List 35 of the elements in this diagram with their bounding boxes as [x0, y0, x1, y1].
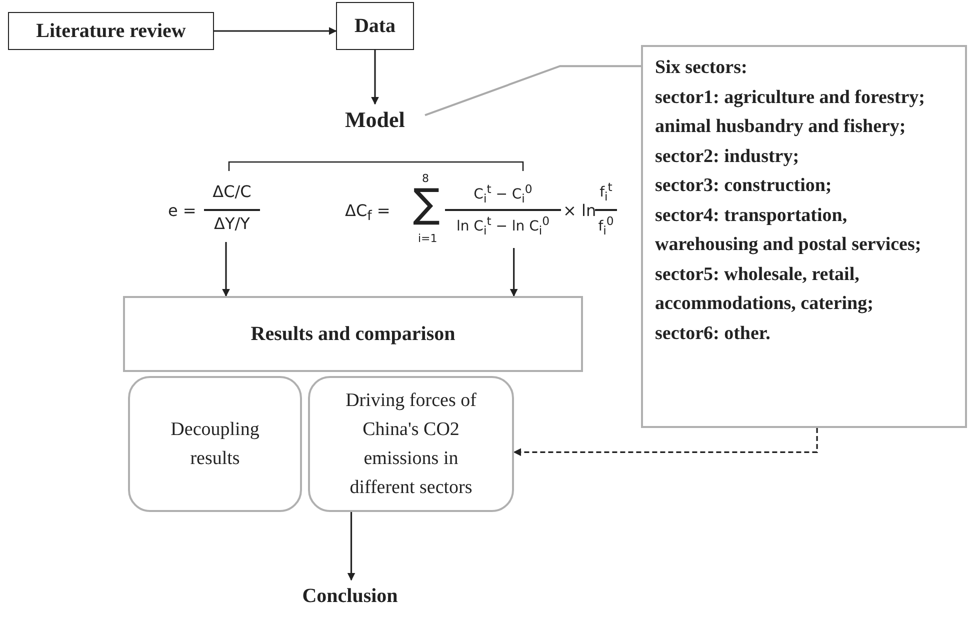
box-label: Driving forces of China's CO2 emissions in different sectors: [344, 389, 478, 500]
numerator: ΔC/C: [212, 182, 252, 201]
arrow: [214, 27, 337, 35]
box-label: Decoupling results: [170, 418, 260, 471]
list-item: sector2: industry;: [655, 144, 800, 168]
arrow: [510, 248, 518, 297]
list-item: sector1: agriculture and forestry; animal husbandry and fishery;: [655, 86, 926, 139]
list-item: sector5: wholesale, retail, accommodations, catering;: [655, 262, 874, 316]
note-heading: Six sectors:: [655, 56, 748, 80]
list-item: sector4: transportation, warehousing and postal services;: [655, 204, 922, 257]
leader-line: [424, 65, 641, 116]
process-box: [336, 2, 414, 50]
arrow: [371, 50, 379, 105]
list-item: sector6: other.: [655, 322, 772, 346]
heading-text: Conclusion: [302, 584, 398, 608]
denominator: ΔY/Y: [213, 214, 251, 233]
heading-text: Model: [345, 107, 405, 133]
formula-text: ΔC$_{f}$ =: [345, 201, 390, 224]
rounded-box: [128, 376, 302, 512]
process-box: [8, 12, 214, 50]
note-box: [641, 45, 967, 428]
list-item: sector3: construction;: [655, 174, 833, 198]
upper-limit: 8: [422, 172, 429, 185]
arrow: [513, 428, 818, 456]
rounded-box: [308, 376, 514, 512]
arrow: [222, 242, 230, 297]
box-label: Data: [354, 14, 396, 38]
sum-symbol: ∑: [413, 184, 440, 224]
arrow: [347, 512, 356, 581]
box-label: Literature review: [36, 20, 186, 42]
lower-limit: i=1: [418, 232, 438, 245]
box-label: Results and comparison: [250, 322, 456, 346]
formula-text: e =: [168, 201, 196, 220]
process-box: [123, 296, 583, 372]
formula-text: × ln: [563, 201, 596, 220]
